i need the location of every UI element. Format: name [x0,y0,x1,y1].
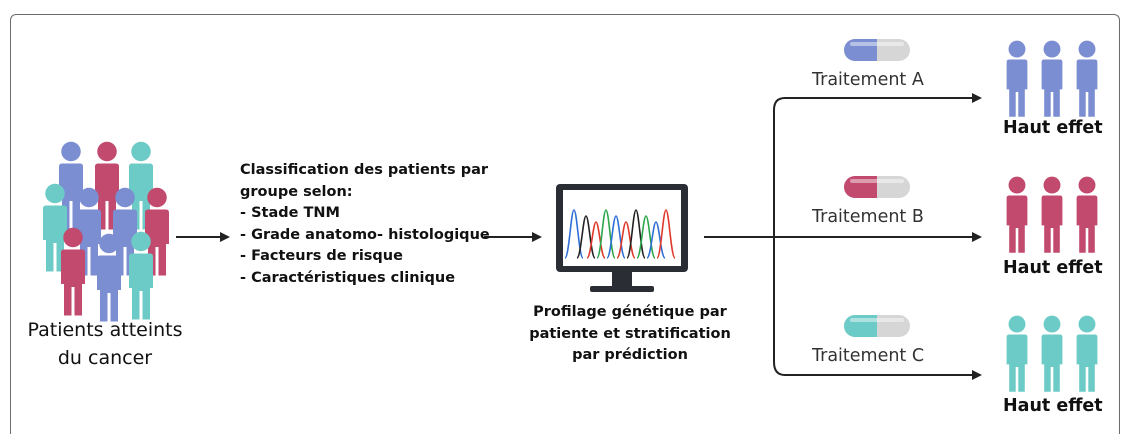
chromatogram-peak [626,209,646,259]
responder-person-icon [1041,176,1063,253]
responder-person-icon [1076,315,1098,392]
classification-item: - Caractéristiques clinique [240,269,456,286]
patient-group-b-icon [1006,176,1098,253]
effect-a-label: Haut effet [1003,118,1103,138]
patient-person-icon [97,233,121,322]
monitor-icon [556,184,688,292]
chromatogram-peak [606,215,626,259]
diagram-stage: Patients atteints du cancer Classificati… [10,14,1120,434]
responder-person-icon [1041,315,1063,392]
chromatogram-peak [576,215,596,259]
responder-person-icon [1076,40,1098,117]
chromatogram-peak [586,221,606,259]
chromatogram-peak [616,221,636,259]
diagram-frame [10,14,1120,434]
classification-item: - Stade TNM [240,205,340,221]
treatment-a-label: Traitement A [812,70,924,90]
classification-block: Classification des patients par groupe s… [240,160,490,289]
patient-group-c-icon [1006,315,1098,392]
patient-person-icon [61,227,85,316]
patient-person-icon [129,231,153,320]
chromatogram-peak [596,209,616,259]
patient-group-a-icon [1006,40,1098,117]
classification-heading-line1: Classification des patients par [240,162,489,178]
chromatogram-icon [564,209,676,259]
chromatogram-peak [656,209,676,259]
pill-icon-c [844,315,910,337]
treatment-b-label: Traitement B [812,207,924,227]
patients-crowd-icon [43,141,169,322]
responder-person-icon [1006,40,1028,117]
chromatogram-peak [636,215,656,259]
classification-item: - Grade anatomo- histologique [240,226,490,243]
chromatogram-peak [646,221,666,259]
pill-icon-b [844,176,910,198]
classification-heading-line2: groupe selon: [240,183,353,200]
responder-person-icon [1006,315,1028,392]
treatment-c-label: Traitement C [812,346,925,366]
pill-icon-a [844,39,910,61]
classification-item: - Facteurs de risque [240,248,403,264]
responder-person-icon [1041,40,1063,117]
diagram-artwork [43,39,1098,392]
branch-arrows [704,93,982,380]
effect-c-label: Haut effet [1003,396,1103,416]
profiling-label: Profilage génétique par patiente et stra… [529,304,731,363]
patients-label: Patients atteints du cancer [27,319,183,369]
effect-b-label: Haut effet [1003,258,1103,278]
responder-person-icon [1006,176,1028,253]
responder-person-icon [1076,176,1098,253]
